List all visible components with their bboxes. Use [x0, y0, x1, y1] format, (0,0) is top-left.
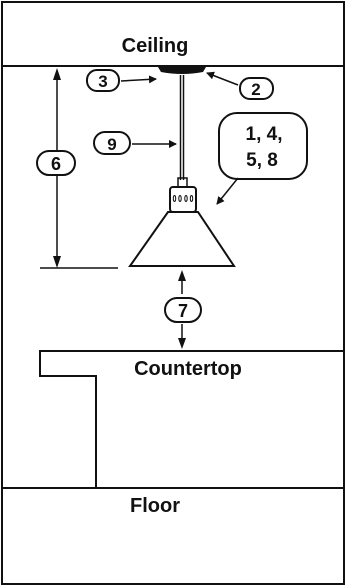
dimension-6-arrow-top — [53, 68, 61, 80]
callout-9-bubble — [93, 131, 131, 155]
dimension-7-arrow-bottom — [178, 338, 186, 349]
callout-group-arrow — [216, 177, 239, 205]
countertop-label: Countertop — [134, 358, 242, 380]
dimension-6-arrow-bottom — [53, 256, 61, 268]
callout-group-bubble — [218, 112, 308, 180]
callout-group-line2: 5, 8 — [246, 150, 278, 171]
callout-3-arrow — [120, 75, 157, 84]
lamp-shade — [128, 211, 236, 267]
callout-group-line1: 1, 4, — [246, 124, 283, 145]
callout-2-bubble — [239, 77, 274, 100]
callout-2-arrow — [206, 71, 239, 86]
dimension-7-arrow-top — [178, 270, 186, 281]
ceiling-label: Ceiling — [122, 35, 189, 57]
callout-3-bubble — [86, 69, 120, 92]
lamp-socket — [169, 186, 197, 213]
countertop-outline — [39, 350, 344, 487]
callout-7: 7 — [178, 301, 188, 321]
callout-2: 2 — [251, 80, 260, 99]
floor-label: Floor — [130, 495, 180, 517]
callout-3: 3 — [98, 72, 107, 91]
callout-9: 9 — [107, 135, 116, 154]
callout-7-bubble — [164, 297, 202, 323]
socket-vents — [172, 195, 194, 202]
callout-6-bubble — [36, 150, 76, 176]
cord-grip — [177, 177, 188, 188]
canopy — [158, 67, 206, 74]
callout-6: 6 — [51, 154, 61, 174]
